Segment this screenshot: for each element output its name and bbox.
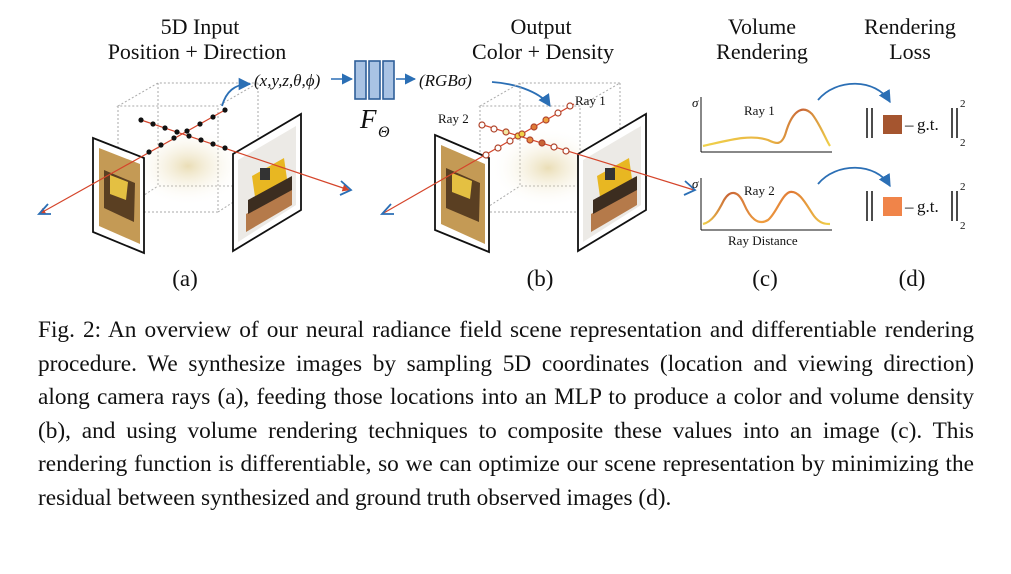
panel-b-samples-ray-2 bbox=[478, 121, 570, 155]
panel-d-exp-1: 2 bbox=[960, 98, 966, 110]
network-layer-3 bbox=[382, 60, 395, 100]
panel-b-ray-head-left bbox=[379, 203, 394, 215]
panel-d: Rendering Loss – g.t. 2 2 – g.t. 2 bbox=[817, 14, 966, 291]
panel-b-title-line2: Color + Density bbox=[472, 39, 614, 64]
panel-c: Volume Rendering σ Ray 1 σ Ray 2 Ray Dis… bbox=[692, 14, 832, 291]
panel-c-ray-2-label: Ray 2 bbox=[744, 183, 775, 198]
panel-c-label: (c) bbox=[752, 266, 778, 291]
panel-c-y-axis-label: σ bbox=[692, 95, 699, 110]
panel-a: 5D Input Position + Direction bbox=[36, 14, 353, 291]
panel-a-title-line2: Position + Direction bbox=[108, 39, 287, 64]
ray-2-predicted-color bbox=[883, 197, 902, 216]
figure-diagram: 5D Input Position + Direction bbox=[36, 14, 966, 291]
panel-d-arrow-2 bbox=[817, 166, 891, 188]
network-layer-2 bbox=[368, 60, 381, 100]
panel-b-left-image bbox=[434, 133, 490, 254]
panel-d-arrow-1 bbox=[817, 82, 891, 104]
panel-d-minus-2: – bbox=[904, 197, 914, 216]
panel-a-ray-head-left bbox=[36, 203, 51, 215]
input-tuple: (x,y,z,θ,ϕ) bbox=[254, 71, 321, 90]
panel-a-input-arrow bbox=[221, 77, 252, 107]
panel-b-ray-head-right bbox=[683, 180, 697, 196]
panel-b: Output Color + Density (RGBσ) bbox=[379, 14, 697, 291]
figure-caption: Fig. 2: An overview of our neural radian… bbox=[38, 314, 974, 516]
panel-d-gt-1: g.t. bbox=[917, 115, 939, 134]
network-layer-1 bbox=[354, 60, 367, 100]
panel-d-label: (d) bbox=[899, 266, 926, 291]
panel-d-minus-1: – bbox=[904, 115, 914, 134]
output-tuple: (RGBσ) bbox=[419, 71, 472, 90]
panel-d-exp-2: 2 bbox=[960, 181, 966, 193]
panel-a-ray-left bbox=[38, 109, 226, 215]
network-block: F Θ bbox=[331, 60, 417, 141]
panel-c-x-axis-label: Ray Distance bbox=[728, 233, 798, 248]
panel-d-title-line2: Loss bbox=[889, 39, 931, 64]
panel-b-output-arrow bbox=[491, 81, 551, 108]
panel-c-curve-2 bbox=[702, 190, 831, 226]
panel-a-label: (a) bbox=[172, 266, 198, 291]
panel-d-sub-1: 2 bbox=[960, 137, 966, 149]
panel-a-sample-points bbox=[138, 107, 228, 155]
panel-c-y-axis-label-2: σ bbox=[692, 176, 699, 191]
panel-b-ray-1 bbox=[381, 103, 575, 215]
panel-c-plot-ray-1: σ Ray 1 bbox=[692, 95, 832, 153]
panel-b-ray-1-label: Ray 1 bbox=[575, 93, 606, 108]
ray-1-predicted-color bbox=[883, 115, 902, 134]
panel-b-object-hint bbox=[490, 128, 606, 208]
panel-c-curve-1 bbox=[702, 108, 831, 148]
panel-c-title-line1: Volume bbox=[728, 14, 796, 39]
panel-c-plot-ray-2: σ Ray 2 Ray Distance bbox=[692, 176, 832, 248]
panel-b-label: (b) bbox=[527, 266, 554, 291]
network-subscript: Θ bbox=[378, 124, 390, 141]
panel-a-right-image bbox=[232, 112, 302, 253]
panel-a-ray-head-right bbox=[339, 180, 353, 196]
panel-d-gt-2: g.t. bbox=[917, 197, 939, 216]
panel-d-title-line1: Rendering bbox=[864, 14, 956, 39]
caption-text: An overview of our neural radiance field… bbox=[38, 317, 974, 511]
panel-c-ray-1-label: Ray 1 bbox=[744, 103, 775, 118]
panel-b-samples-ray-1 bbox=[482, 102, 574, 159]
panel-b-title-line1: Output bbox=[510, 14, 571, 39]
caption-label: Fig. 2: bbox=[38, 317, 102, 343]
panel-d-sub-2: 2 bbox=[960, 220, 966, 232]
panel-d-loss-1: – g.t. 2 2 bbox=[866, 98, 966, 149]
panel-b-right-image bbox=[577, 112, 647, 253]
network-symbol: F bbox=[359, 104, 377, 134]
panel-c-title-line2: Rendering bbox=[716, 39, 808, 64]
panel-d-loss-2: – g.t. 2 2 bbox=[866, 181, 966, 232]
panel-a-left-image bbox=[92, 136, 145, 255]
panel-b-ray-2-label: Ray 2 bbox=[438, 111, 469, 126]
panel-a-title-line1: 5D Input bbox=[161, 14, 240, 39]
